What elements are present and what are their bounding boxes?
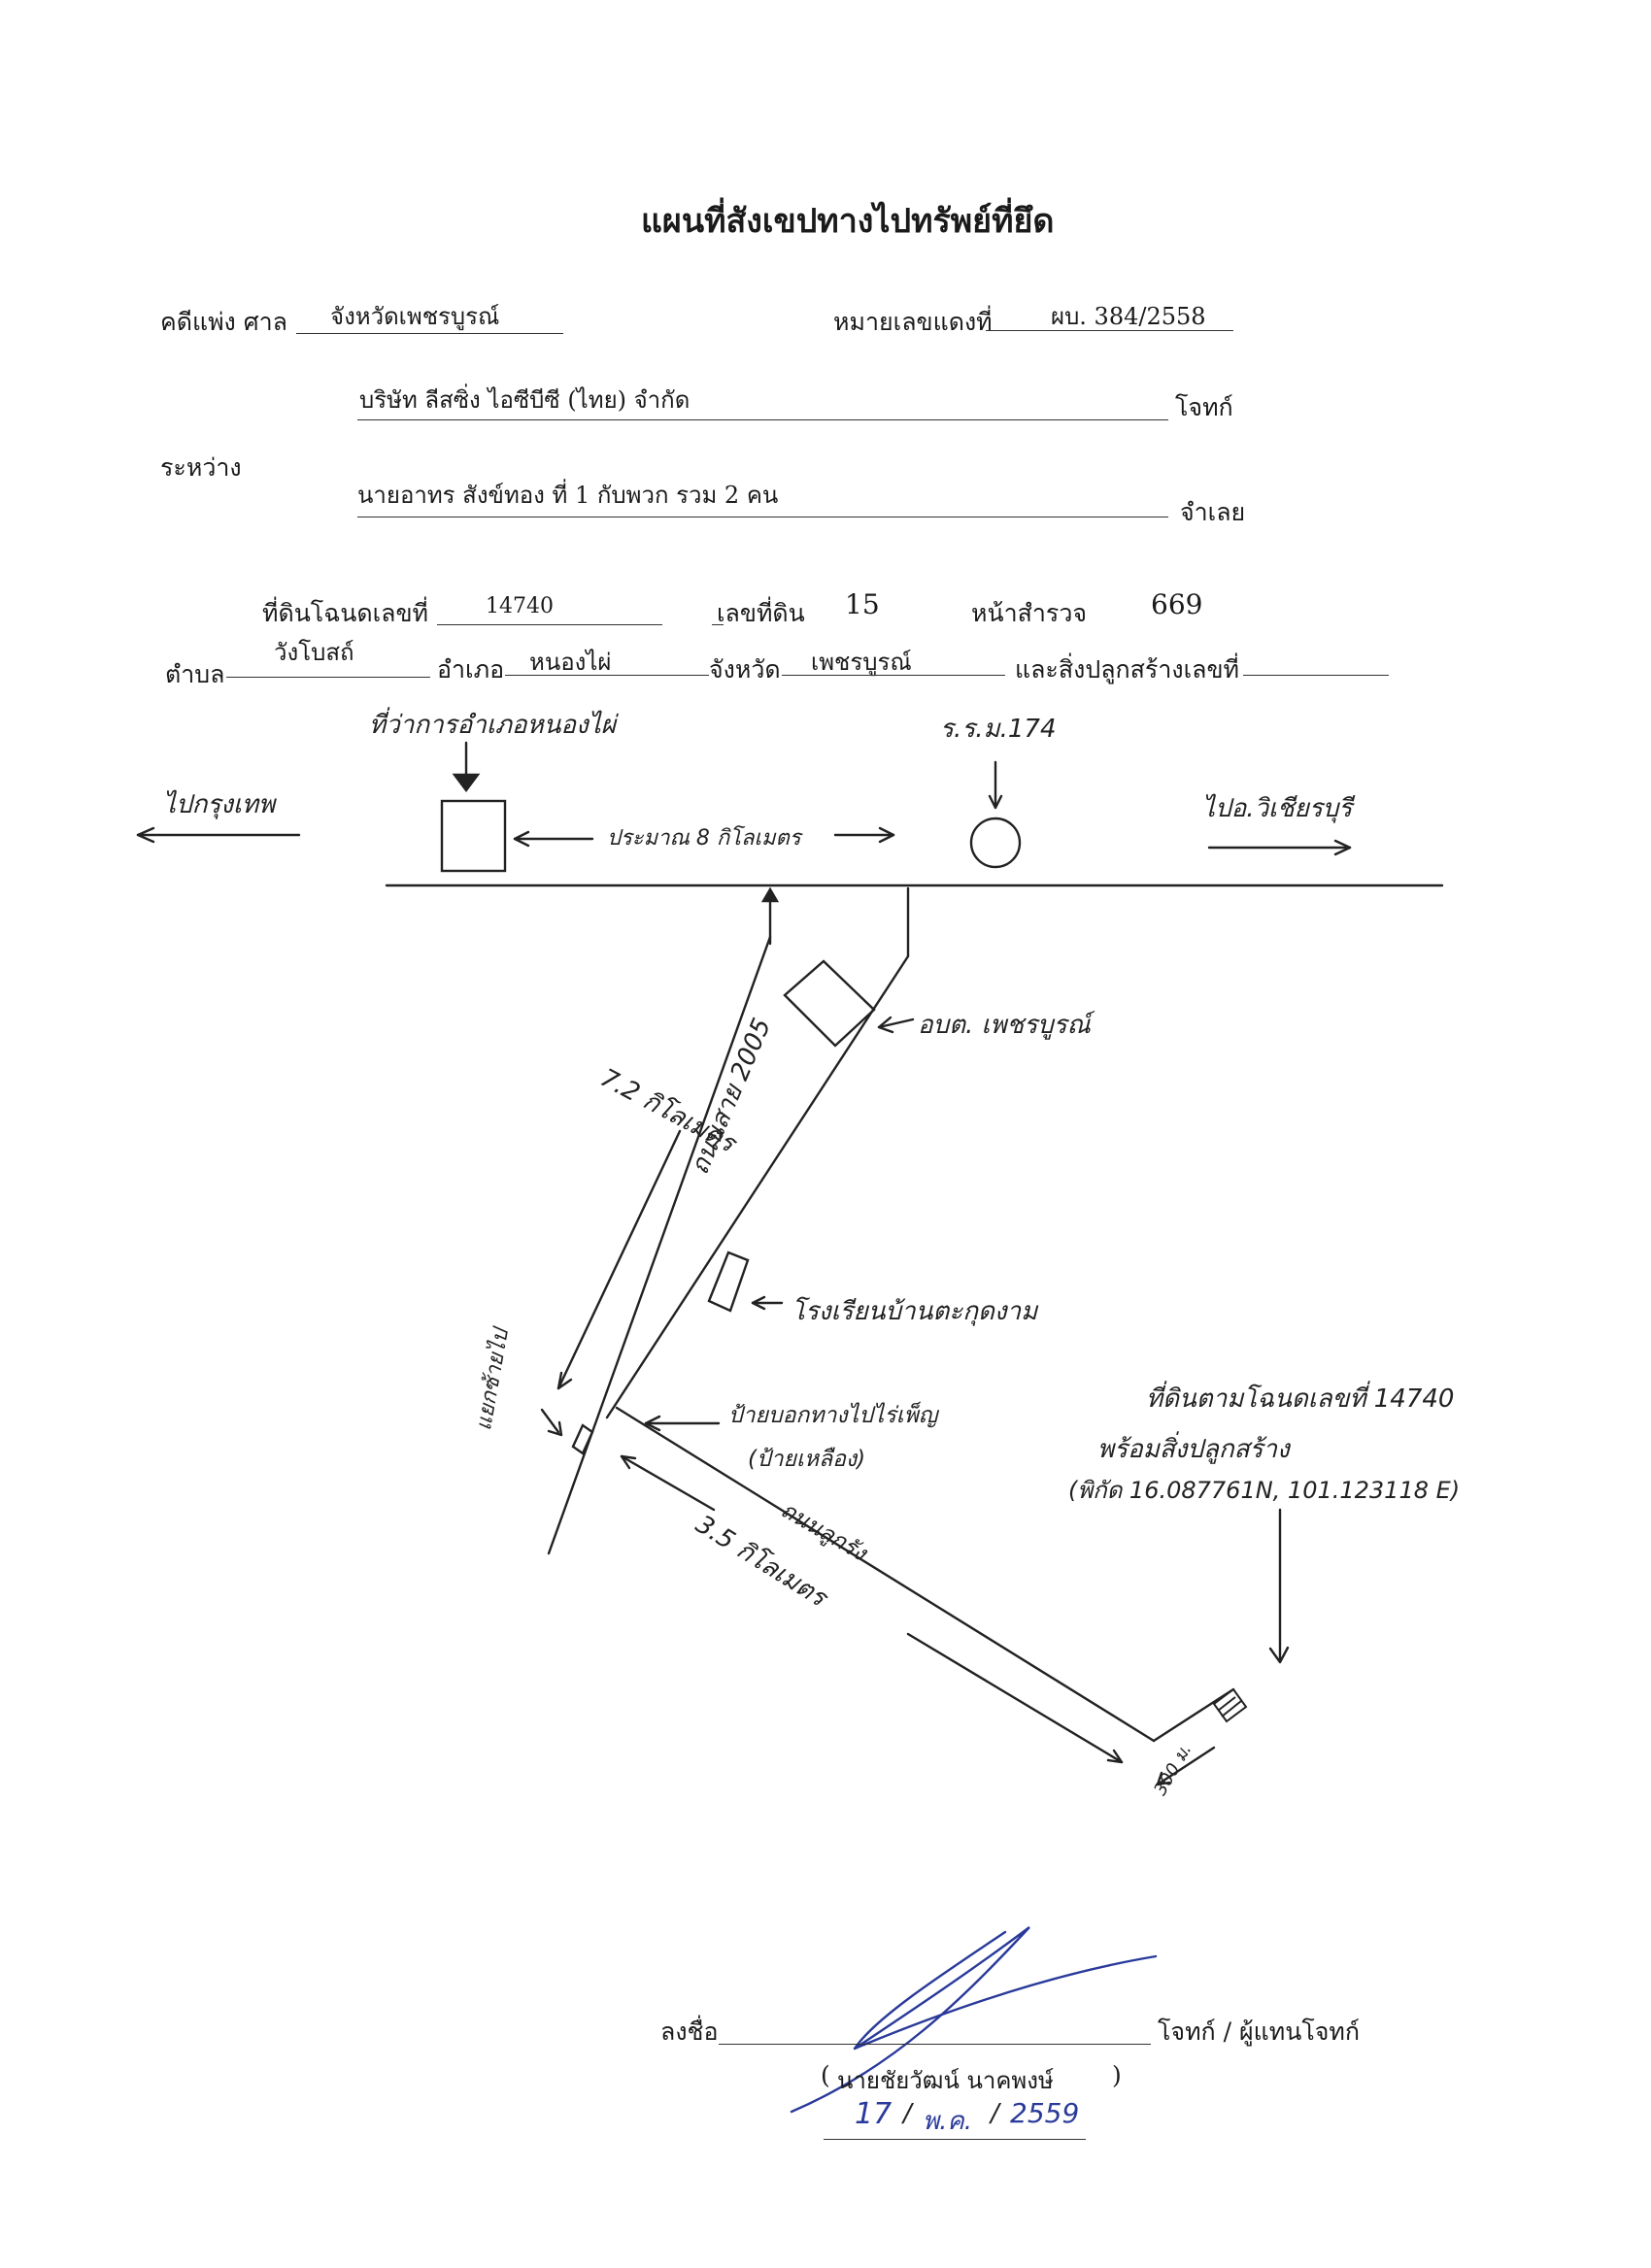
label-district-office: ที่ว่าการอำเภอหนองไผ่ xyxy=(369,711,617,740)
label-tambon-office: อบต. เพชรบูรณ์ xyxy=(918,1011,1091,1040)
district-value: หนองไผ่ xyxy=(529,649,612,676)
label-junction-sign-sub: (ป้ายเหลือง) xyxy=(748,1447,866,1472)
label-target-line2: พร้อมสิ่งปลูกสร้าง xyxy=(1097,1435,1290,1464)
building-label: และสิ่งปลูกสร้างเลขที่ xyxy=(1015,655,1240,684)
signature-underline xyxy=(719,2044,1151,2045)
building-underline xyxy=(1243,675,1389,676)
survey-no: 669 xyxy=(1151,588,1203,620)
province-underline xyxy=(782,675,1005,676)
deed-label: ที่ดินโฉนดเลขที่ xyxy=(262,599,429,627)
label-target-coords: (พิกัด 16.087761N, 101.123118 E) xyxy=(1068,1477,1461,1504)
case-no-underline xyxy=(986,330,1233,331)
date-day: 17 xyxy=(855,2097,893,2131)
case-no-label: หมายเลขแดงที่ xyxy=(833,308,993,336)
signer-name: นายชัยวัฒน์ นาคพงษ์ xyxy=(837,2067,1054,2094)
date-year: 2559 xyxy=(1010,2097,1080,2129)
case-label: คดีแพ่ง ศาล xyxy=(160,308,287,336)
subdistrict-underline xyxy=(226,677,430,678)
defendant-role: จำเลย xyxy=(1180,498,1246,526)
land-no: 15 xyxy=(845,588,880,620)
page-title: แผนที่สังเขปทางไปทรัพย์ที่ยึด xyxy=(641,202,1055,241)
date-sep-2: / xyxy=(991,2099,999,2128)
court-underline xyxy=(296,333,563,334)
signer-open-paren: ( xyxy=(821,2061,830,2089)
deed-no: 14740 xyxy=(486,594,554,618)
label-school-lower: โรงเรียนบ้านตะกุดงาม xyxy=(792,1297,1038,1326)
label-distance-main: ประมาณ 8 กิโลเมตร xyxy=(607,826,801,850)
land-no-label: เลขที่ดิน xyxy=(717,599,805,627)
date-month: พ.ค. xyxy=(923,2107,973,2136)
signer-close-paren: ) xyxy=(1112,2061,1122,2089)
province-label: จังหวัด xyxy=(709,655,781,684)
court-value: จังหวัดเพชรบูรณ์ xyxy=(330,303,500,330)
district-underline xyxy=(505,675,709,676)
plaintiff-underline xyxy=(357,419,1168,420)
between-label: ระหว่าง xyxy=(160,453,242,482)
case-no-value: ผบ. 384/2558 xyxy=(1051,303,1206,330)
district-label: อำเภอ xyxy=(437,655,505,684)
survey-label: หน้าสำรวจ xyxy=(971,599,1088,627)
date-underline xyxy=(824,2139,1086,2140)
label-target-line1: ที่ดินตามโฉนดเลขที่ 14740 xyxy=(1146,1384,1455,1414)
deed-underline xyxy=(437,624,662,625)
label-to-wichianburi: ไปอ.วิเชียรบุรี xyxy=(1202,794,1353,823)
plaintiff-role: โจทก์ xyxy=(1175,393,1233,421)
label-to-bangkok: ไปกรุงเทพ xyxy=(163,790,276,819)
province-value: เพชรบูรณ์ xyxy=(811,649,912,676)
subdistrict-value: วังโบสถ์ xyxy=(274,639,354,666)
land-no-underline-lead xyxy=(712,624,724,625)
label-junction-sign: ป้ายบอกทางไปไร่เพ็ญ xyxy=(728,1403,938,1428)
signer-role: โจทก์ / ผู้แทนโจทก์ xyxy=(1158,2018,1361,2046)
label-school-r174: ร.ร.ม.174 xyxy=(940,715,1057,744)
plaintiff-value: บริษัท ลีสซิ่ง ไอซีบีซี (ไทย) จำกัด xyxy=(359,386,691,414)
subdistrict-label: ตำบล xyxy=(165,660,225,688)
sign-label: ลงชื่อ xyxy=(660,2018,719,2046)
defendant-value: นายอาทร สังข์ทอง ที่ 1 กับพวก รวม 2 คน xyxy=(357,482,779,509)
date-sep-1: / xyxy=(903,2099,912,2128)
